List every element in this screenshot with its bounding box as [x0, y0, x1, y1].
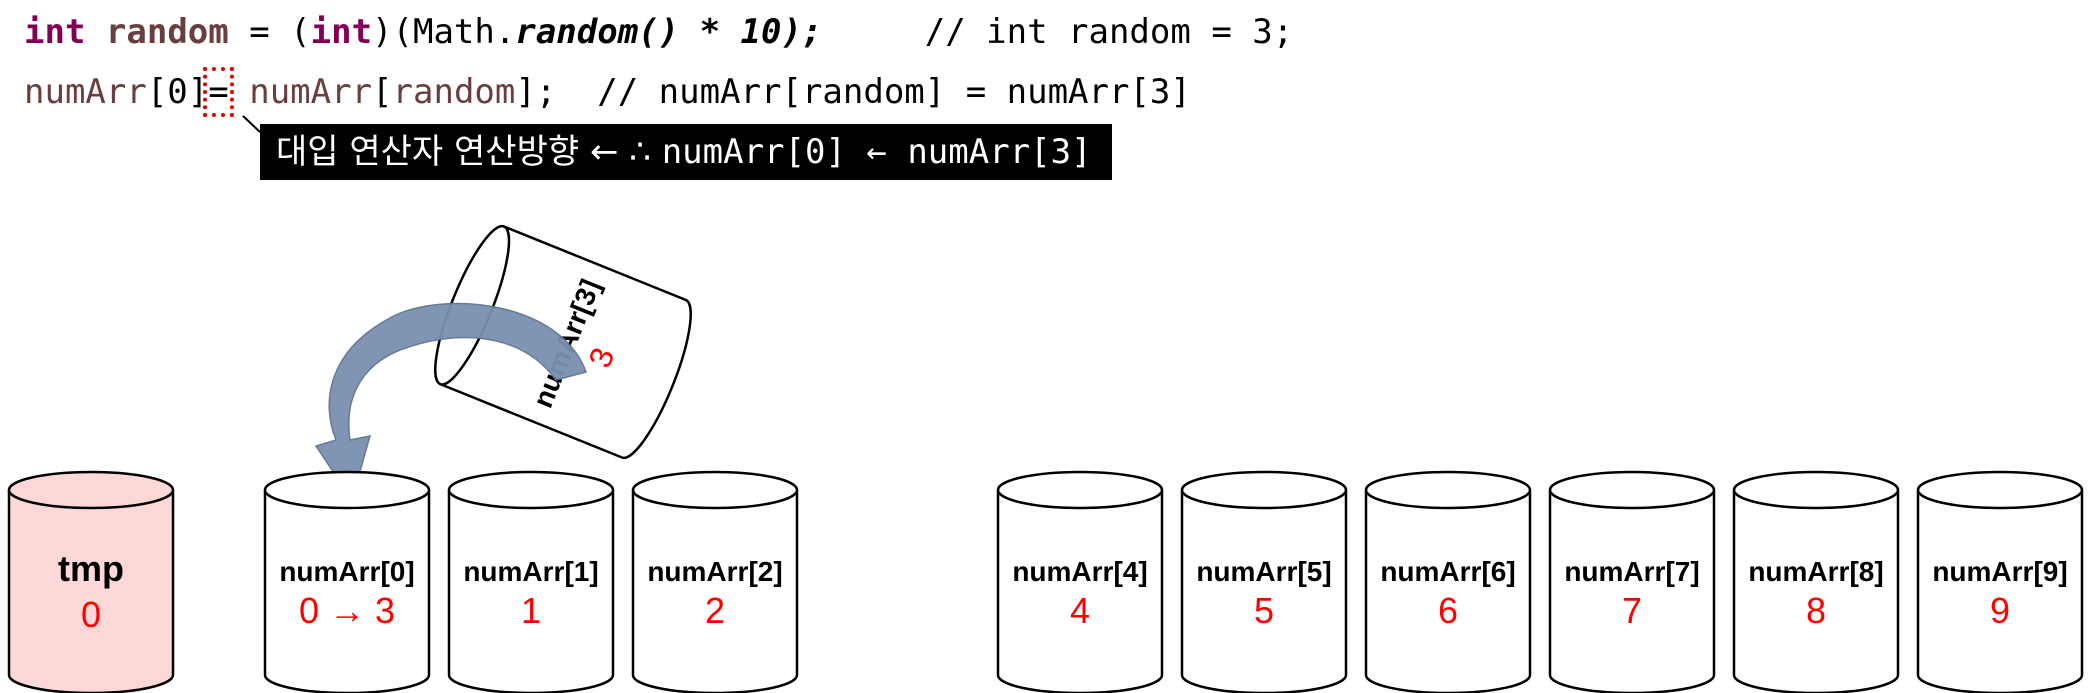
array-cylinder-1-value: 1 — [520, 590, 542, 631]
array-cylinder-2-top — [631, 470, 799, 510]
array-index-left: [0] — [146, 72, 209, 112]
array-cylinder-4-top — [1180, 470, 1348, 510]
math-prefix: )(Math. — [372, 12, 516, 52]
keyword-int: int — [24, 12, 86, 52]
array-name-right: numArr — [249, 72, 373, 112]
array-cylinder-0-label: numArr[0] — [279, 556, 415, 587]
tmp-cylinder-body — [7, 490, 175, 693]
array-cylinder-0-top — [263, 470, 431, 510]
bracket-close: ]; — [515, 72, 557, 112]
array-cylinder-3-top — [996, 470, 1164, 510]
array-cylinder-4-value: 5 — [1253, 590, 1275, 631]
array-cylinder-4-label: numArr[5] — [1196, 556, 1332, 587]
comment-line-2: // numArr[random] = numArr[3] — [556, 72, 1191, 112]
variable-random: random — [105, 12, 229, 52]
comment-line-1: // int random = 3; — [822, 12, 1294, 52]
keyword-int-cast: int — [310, 12, 373, 52]
array-cylinder-3-value: 4 — [1069, 590, 1091, 631]
array-cylinder-1-label: numArr[1] — [463, 556, 599, 587]
array-cylinder-6-top — [1548, 470, 1716, 510]
array-cylinder-7-top — [1732, 470, 1900, 510]
banner-code-text: numArr[0] ← numArr[3] — [661, 132, 1092, 172]
array-cylinder-1-top — [447, 470, 615, 510]
array-cylinder-6-label: numArr[7] — [1564, 556, 1700, 587]
array-cylinder-7-label: numArr[8] — [1748, 556, 1884, 587]
array-name-left: numArr — [24, 72, 147, 112]
array-cylinder-8-value: 9 — [1989, 590, 2011, 631]
array-cylinder-2-value: 2 — [704, 590, 726, 631]
array-cylinder-8-label: numArr[9] — [1932, 556, 2068, 587]
bracket-open: [ — [372, 72, 393, 112]
tmp-cylinder-top — [7, 470, 175, 510]
array-cylinder-3-label: numArr[4] — [1012, 556, 1148, 587]
array-cylinder-0-value: 0 → 3 — [298, 590, 396, 631]
code-line-2: numArr[0]= numArr[random]; // numArr[ran… — [24, 67, 1191, 117]
array-cylinder-5-value: 6 — [1437, 590, 1459, 631]
array-cylinder-2-label: numArr[2] — [647, 556, 783, 587]
tmp-cylinder-label: tmp — [58, 548, 124, 589]
random-call: random() * 10); — [515, 12, 823, 52]
pour-arrow — [314, 302, 587, 502]
array-cylinder-5-label: numArr[6] — [1380, 556, 1516, 587]
array-cylinder-7-value: 8 — [1805, 590, 1827, 631]
code-line-1: int random = (int)(Math.random() * 10); … — [24, 12, 1293, 52]
assign-cast-open: = ( — [228, 12, 311, 52]
array-cylinder-8-top — [1916, 470, 2084, 510]
cylinder-group — [7, 470, 2084, 693]
callout-leader-line — [242, 115, 261, 133]
assignment-operator-highlight: = — [203, 67, 234, 117]
index-variable-random: random — [392, 72, 516, 112]
banner-korean-text: 대입 연산자 연산방향 ← ∴ — [276, 132, 662, 172]
tmp-cylinder-value: 0 — [80, 594, 102, 635]
array-cylinder-6-value: 7 — [1621, 590, 1643, 631]
assignment-direction-banner: 대입 연산자 연산방향 ← ∴ numArr[0] ← numArr[3] — [260, 124, 1112, 180]
array-cylinder-5-top — [1364, 470, 1532, 510]
